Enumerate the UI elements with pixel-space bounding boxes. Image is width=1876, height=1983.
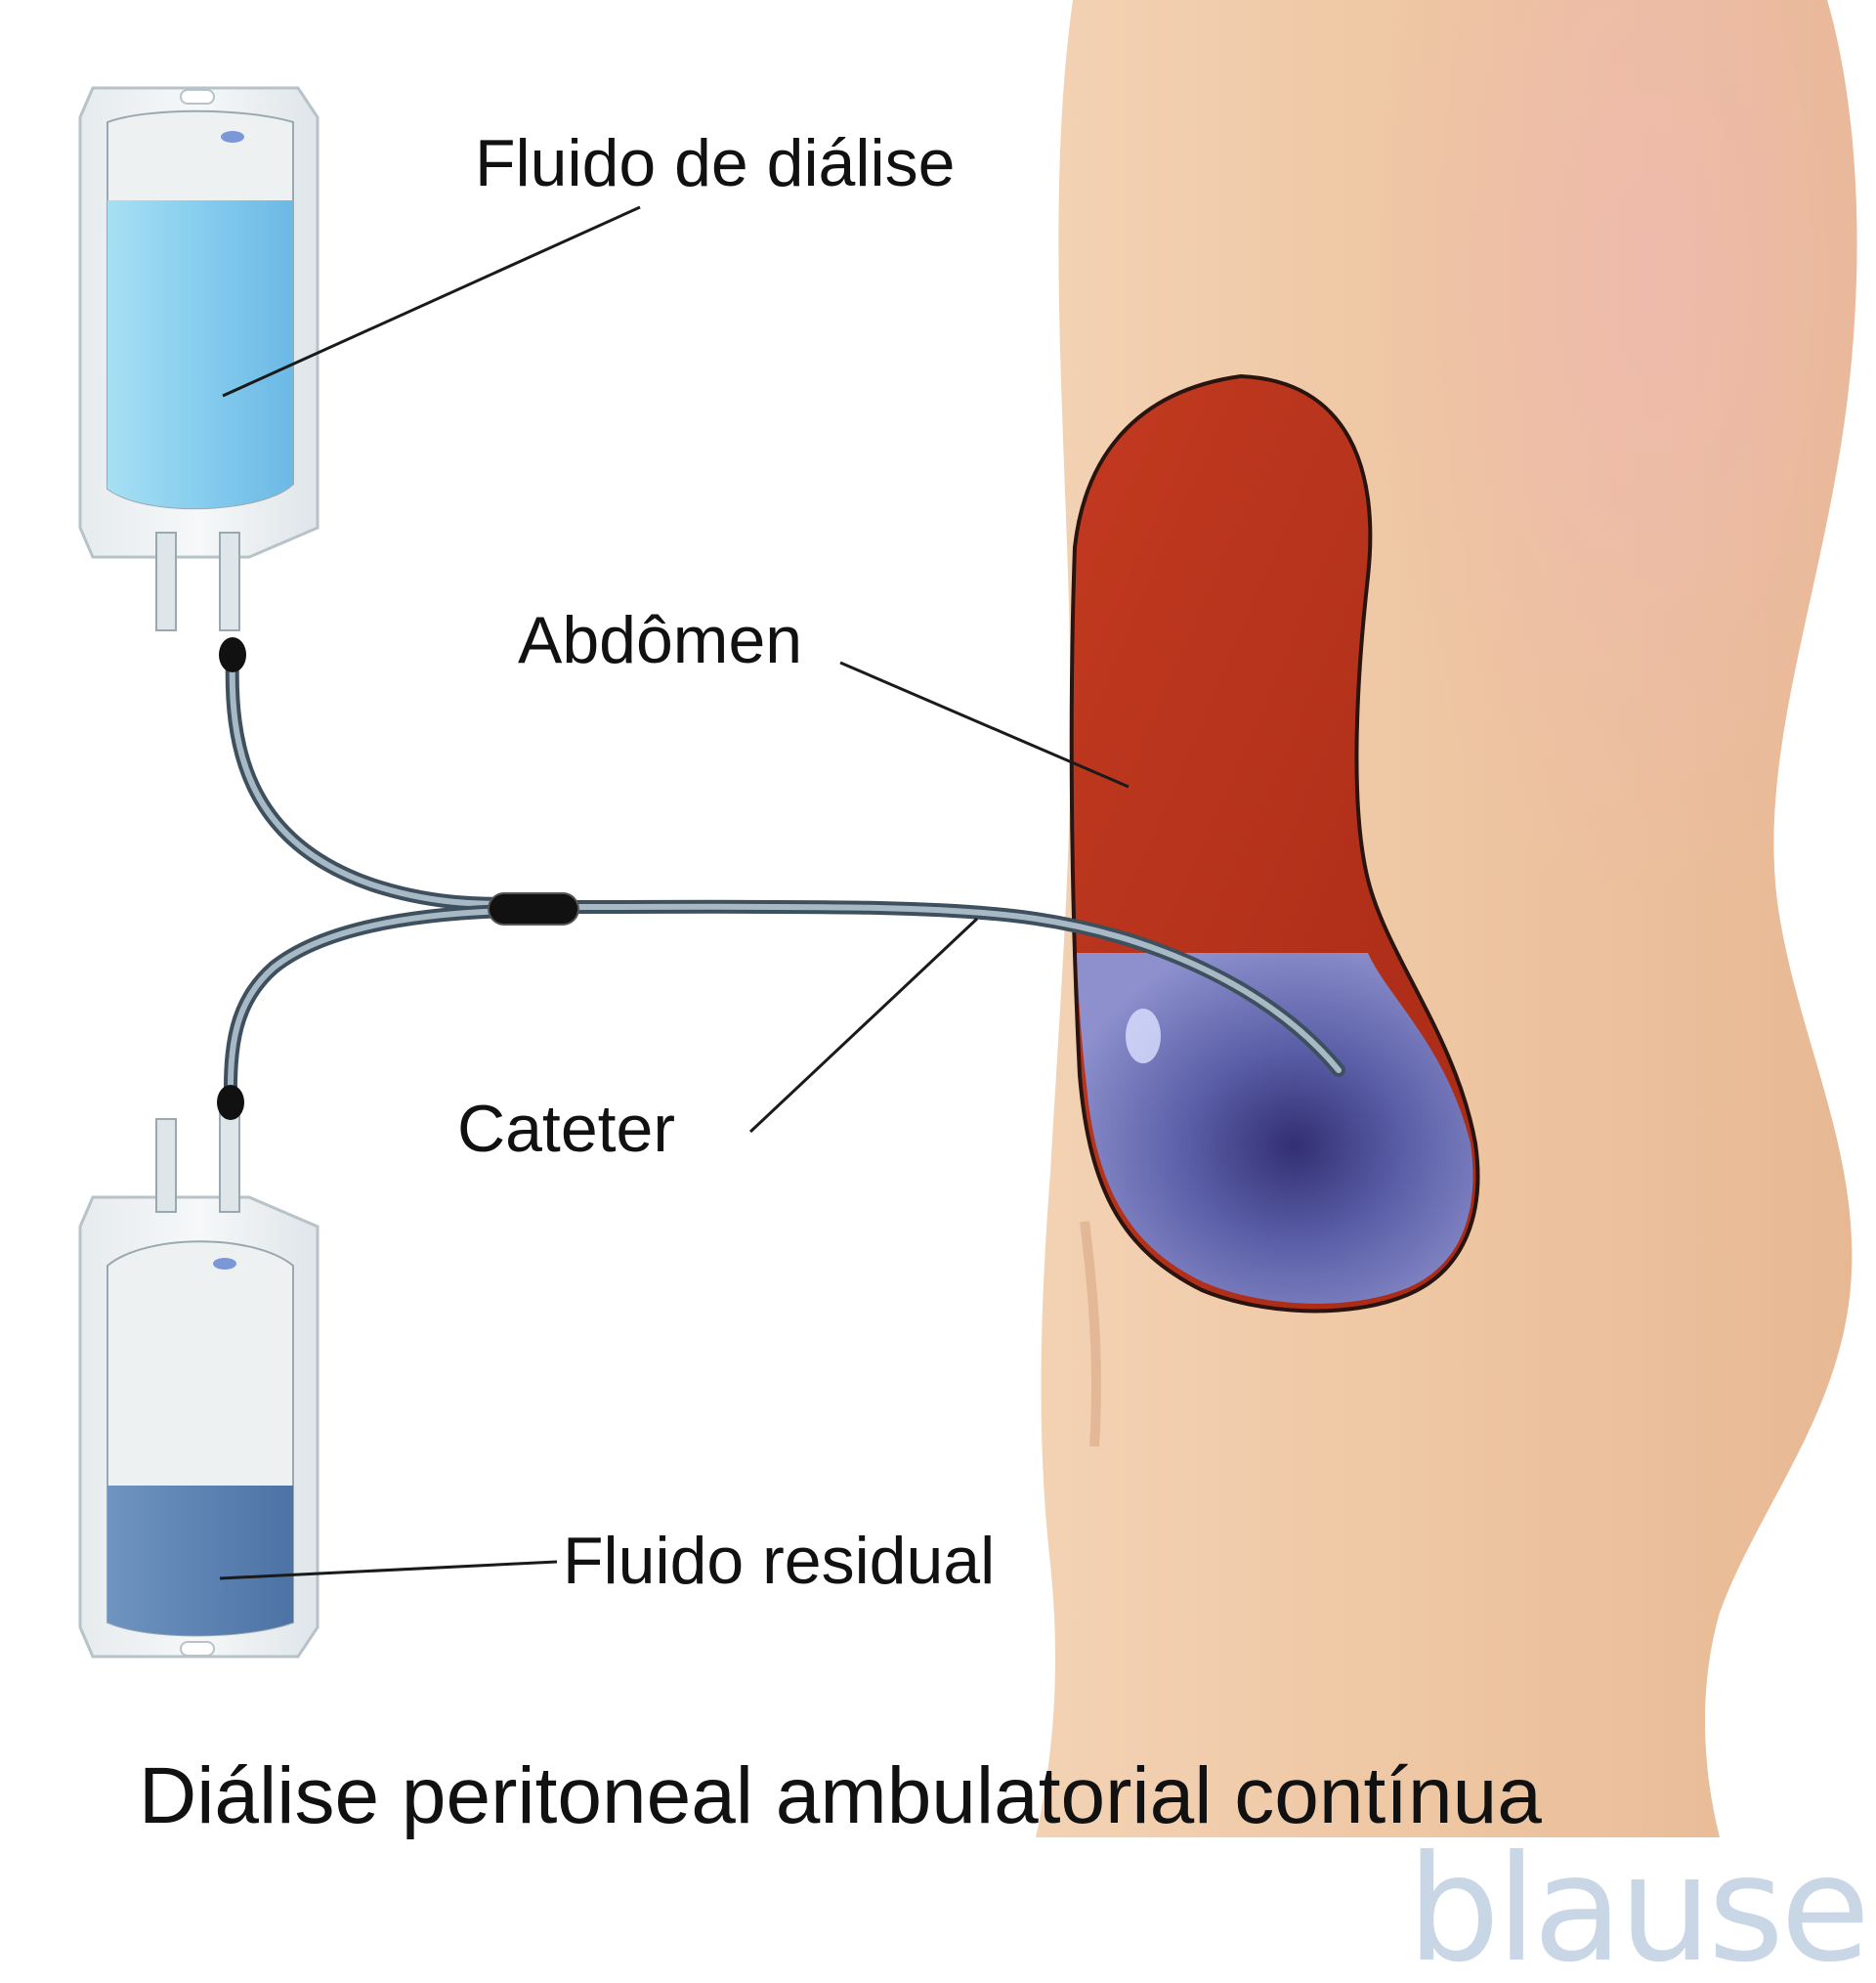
leader-catheter <box>750 919 977 1132</box>
bottom-tube-clamp <box>217 1085 244 1120</box>
lower-tube <box>231 911 508 1104</box>
top-bag-drop <box>221 131 244 143</box>
top-bag-port-left <box>156 533 176 630</box>
label-abdomen: Abdômen <box>518 603 802 677</box>
brand-logo: blausen <box>1407 1825 1876 1983</box>
diagram-title: Diálise peritoneal ambulatorial contínua <box>139 1751 1542 1840</box>
bottom-bag-hanger <box>181 1642 214 1656</box>
waste-fluid <box>107 1486 293 1636</box>
y-connector <box>489 893 578 925</box>
dialysis-fluid-bag <box>80 88 318 630</box>
upper-tube <box>233 655 508 904</box>
bottom-bag-drop <box>213 1258 236 1270</box>
label-dialysis-fluid: Fluido de diálise <box>475 126 955 200</box>
bottom-bag-port-right <box>220 1104 239 1212</box>
dialysis-fluid <box>107 200 293 508</box>
label-waste-fluid: Fluido residual <box>563 1524 995 1598</box>
label-catheter: Cateter <box>457 1092 675 1166</box>
leader-lines <box>220 207 1129 1578</box>
fluid-highlight <box>1126 1009 1161 1063</box>
waste-fluid-bag <box>80 1104 318 1657</box>
top-bag-hanger <box>181 90 214 104</box>
lower-tube-highlight <box>231 911 508 1104</box>
top-tube-clamp <box>219 637 246 672</box>
upper-tube-highlight <box>233 655 508 904</box>
top-bag-port-right <box>220 533 239 630</box>
bottom-bag-port-left <box>156 1119 176 1212</box>
